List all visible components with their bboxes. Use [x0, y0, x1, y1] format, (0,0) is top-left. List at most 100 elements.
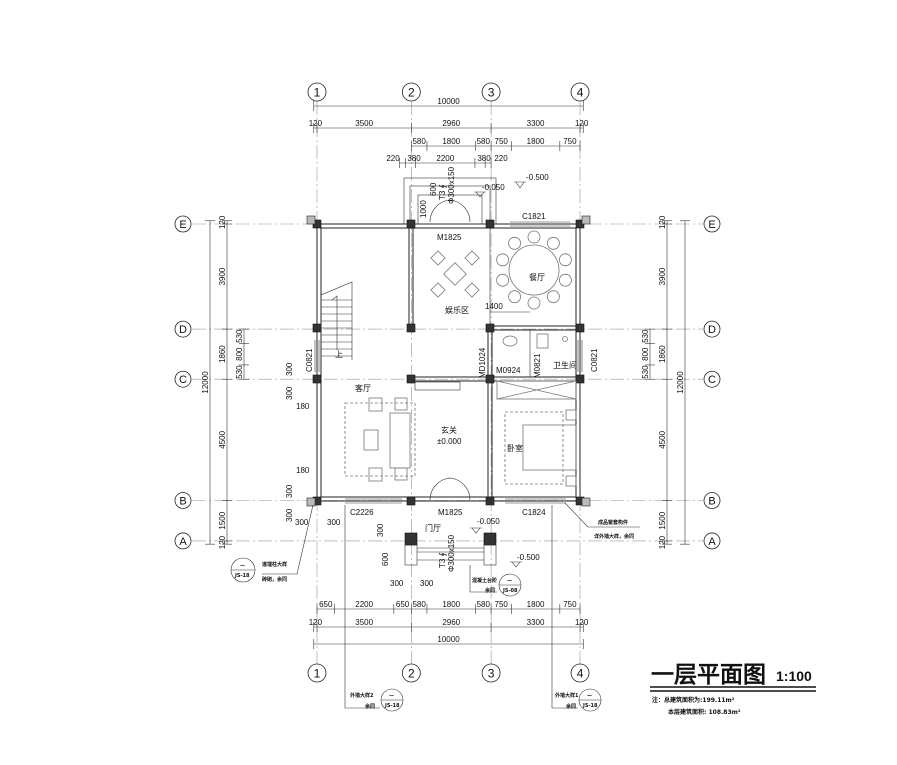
axis-bubble-2 — [401, 663, 421, 683]
level-bottom-outside: -0.500 — [517, 553, 540, 562]
callout-steps-ref: JS-08 — [502, 588, 518, 594]
window-c1824: C1824 — [522, 508, 546, 517]
opening-labels: M1825 C1821 C0821 C0821 MD1024 M0924 M08… — [305, 212, 599, 517]
axis-label-3: 3 — [488, 667, 495, 681]
dimension-label: 1860 — [218, 345, 227, 363]
axis-bubble-B — [174, 492, 192, 509]
axis-label-B: B — [708, 496, 715, 508]
axis-bubble-A — [174, 532, 192, 550]
axis-bubble-3 — [481, 82, 501, 102]
axis-bubble-2 — [401, 82, 421, 102]
dining-chair — [527, 296, 541, 310]
walls — [306, 215, 591, 507]
dimension-label: 2960 — [442, 119, 460, 128]
axis-label-D: D — [179, 324, 187, 336]
axis-label-D: D — [708, 324, 716, 336]
axis-label-4: 4 — [577, 86, 584, 100]
step-bar-bottom: Φ300x150 — [447, 534, 456, 572]
dimension-label: 120 — [658, 215, 667, 229]
dimension-label: 3500 — [355, 618, 373, 627]
axis-label-4: 4 — [577, 667, 584, 681]
dimension-label: 750 — [495, 600, 509, 609]
axis-bubble-C — [703, 370, 721, 388]
dimension-label: 580 — [477, 137, 491, 146]
window-c0821-right: C0821 — [590, 348, 599, 372]
step-spec-top: T3 ∮ — [438, 184, 447, 200]
callout-wall-1-line2: 余同 — [565, 703, 576, 710]
dimension-label: 120 — [218, 215, 227, 229]
dimension-label: 120 — [309, 119, 323, 128]
dimension-label: 3900 — [658, 267, 667, 285]
dimension-label: 650 — [396, 600, 410, 609]
dimension-label: 220 — [494, 154, 508, 163]
dimension-label: 2200 — [436, 154, 454, 163]
dimension-label: 120 — [218, 535, 227, 549]
axis-label-2: 2 — [408, 86, 415, 100]
axis-label-E: E — [708, 219, 715, 231]
dining-chair — [558, 273, 572, 287]
dimension-label: 220 — [386, 154, 400, 163]
axis-label-A: A — [708, 536, 716, 548]
detail-dimensions: 1400 600 1000 T3 ∮ Φ300x150 T3 ∮ Φ300x15… — [285, 166, 530, 588]
dining-chair — [546, 290, 560, 304]
room-entry-hall: 门厅 — [425, 523, 441, 533]
axis-label-2: 2 — [408, 667, 415, 681]
dim-300-b1: 300 — [285, 484, 294, 498]
dimension-label: 2960 — [442, 618, 460, 627]
dimension-label: 530 — [641, 329, 650, 343]
room-entertainment: 娱乐区 — [445, 305, 469, 315]
dining-chair — [546, 236, 560, 250]
dining-chair — [496, 273, 510, 287]
dimension-label: 120 — [575, 119, 589, 128]
level-top-porch: -0.050 — [482, 183, 505, 192]
room-bathroom: 卫生间 — [553, 360, 577, 370]
window-c2226: C2226 — [350, 508, 374, 517]
dimension-label: 800 — [641, 347, 650, 361]
dining-chair — [558, 253, 572, 267]
axis-label-C: C — [179, 374, 187, 386]
axis-bubble-4 — [570, 663, 590, 683]
callout-column-line2: 砖砌，余同 — [262, 576, 287, 583]
dining-chair — [508, 236, 522, 250]
axis-bubble-3 — [481, 663, 501, 683]
note-total-area: 注：总建筑面积为:199.11m² — [652, 696, 735, 704]
door-md1024: MD1024 — [478, 347, 487, 378]
door-m1825-bottom: M1825 — [438, 508, 463, 517]
dim-300-b: 300 — [420, 579, 434, 588]
dimension-label: 4500 — [218, 430, 227, 448]
axis-label-E: E — [179, 219, 186, 231]
dimension-label: 800 — [235, 347, 244, 361]
dimension-label: 1800 — [527, 600, 545, 609]
drawing-title: 一层平面图 — [651, 662, 766, 688]
dim-300-c1: 300 — [285, 362, 294, 376]
dim-600-bottom: 600 — [381, 552, 390, 566]
axis-label-1: 1 — [314, 667, 321, 681]
door-m0821: M0821 — [533, 353, 542, 378]
dining-chair — [508, 290, 522, 304]
step-spec-bottom: T3 ∮ — [438, 552, 447, 568]
dimension-label: 10000 — [437, 97, 460, 106]
dim-300-c2: 300 — [285, 386, 294, 400]
door-m1825-top: M1825 — [437, 233, 462, 242]
axis-label-A: A — [179, 536, 187, 548]
axis-bubble-D — [703, 320, 721, 338]
level-bottom-porch: -0.050 — [477, 517, 500, 526]
dimension-label: 12000 — [201, 371, 210, 394]
dim-600-top: 600 — [429, 182, 438, 196]
dimension-label: 750 — [495, 137, 509, 146]
porch-top — [403, 177, 497, 225]
axis-bubble-4 — [570, 82, 590, 102]
axis-label-C: C — [708, 374, 716, 386]
step-bar-top: Φ300x150 — [447, 166, 456, 204]
axis-bubble-D — [174, 320, 192, 338]
dimension-label: 120 — [309, 618, 323, 627]
dimension-label: 1860 — [658, 345, 667, 363]
callout-column-top: — — [240, 563, 245, 569]
callout-column-ref: JS-18 — [234, 573, 250, 579]
stair-up-label: 上 — [335, 350, 343, 359]
window-c0821-left: C0821 — [305, 348, 314, 372]
callout-column-line1: 道埋柱大样 — [262, 561, 287, 568]
